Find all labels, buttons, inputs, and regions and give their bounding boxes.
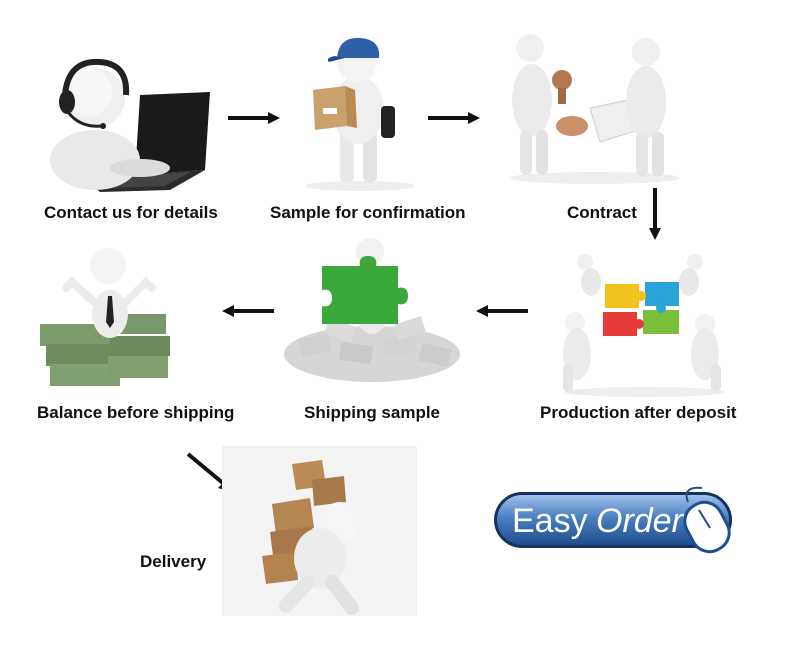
step-label-shipping-sample: Shipping sample	[304, 403, 440, 423]
easy-order-badge: Easy Order	[492, 484, 746, 554]
arrow-left-icon	[476, 304, 528, 318]
courier-box-icon	[295, 28, 425, 193]
step-label-balance: Balance before shipping	[37, 403, 234, 423]
step-label-contact: Contact us for details	[44, 203, 218, 223]
handshake-stamp-icon	[500, 30, 690, 185]
order-text: Order	[596, 502, 685, 540]
headset-agent-icon	[40, 40, 215, 195]
step-label-delivery: Delivery	[140, 552, 206, 572]
step-label-contract: Contract	[567, 203, 637, 223]
step-label-production: Production after deposit	[540, 403, 736, 423]
carry-boxes-icon	[222, 446, 417, 616]
arrow-down-icon	[648, 188, 662, 240]
easy-text: Easy	[512, 502, 588, 540]
arrow-right-icon	[228, 111, 280, 125]
puzzle-team-icon	[555, 252, 735, 397]
money-stack-icon	[36, 244, 176, 394]
step-label-sample: Sample for confirmation	[270, 203, 466, 223]
arrow-left-icon	[222, 304, 274, 318]
arrow-right-icon	[428, 111, 480, 125]
puzzle-piece-icon	[280, 236, 465, 386]
